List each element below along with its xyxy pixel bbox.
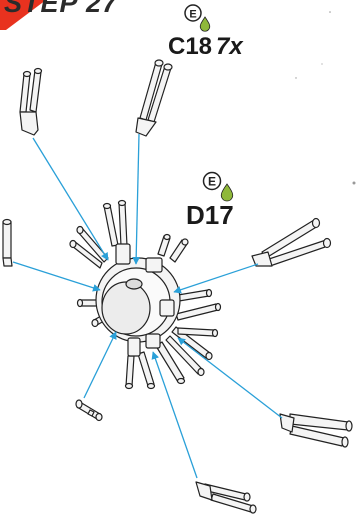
engine-cylinders: [69, 199, 222, 390]
arrow-left-rod: [12, 261, 101, 292]
arrow-bottom-pair: [151, 351, 198, 479]
d17-part-number: D17: [186, 200, 234, 230]
step-title: STEP 27: [4, 0, 119, 18]
engine-front-hub: [101, 281, 151, 335]
d17-glue-drop-icon: [220, 183, 234, 202]
arrow-d17-pair: [173, 263, 259, 294]
d17-callout: D17: [186, 200, 234, 231]
arrow-c18-pair: [132, 133, 141, 265]
rod-single-left: [2, 218, 13, 267]
c18-glue-badge: E: [184, 4, 211, 32]
small-rod-bottom-left: [75, 399, 103, 422]
rod-pair-d17: [251, 217, 332, 267]
c18-badge-letter: E: [189, 9, 196, 21]
print-specks: [295, 11, 356, 185]
assembly-arrows: [12, 133, 283, 479]
rod-pair-top-left: [19, 67, 43, 136]
arrow-small-rod: [83, 331, 117, 399]
d17-glue-badge: E: [202, 171, 234, 202]
c18-badge-circle: [184, 4, 202, 22]
rod-pair-bottom-right: [279, 413, 353, 448]
step-banner: [0, 0, 46, 30]
rod-pair-c18: [135, 59, 173, 137]
rod-pair-bottom: [195, 481, 257, 514]
c18-glue-drop-icon: [199, 16, 211, 32]
d17-badge-circle: [202, 171, 222, 191]
c18-part-number: C18: [168, 33, 213, 60]
arrow-bottom-right-pair: [177, 337, 283, 419]
d17-badge-letter: E: [208, 175, 216, 189]
engine-assembly: [69, 199, 222, 390]
arrow-top-left-pair: [32, 137, 109, 261]
c18-quantity: 7x: [216, 33, 243, 60]
